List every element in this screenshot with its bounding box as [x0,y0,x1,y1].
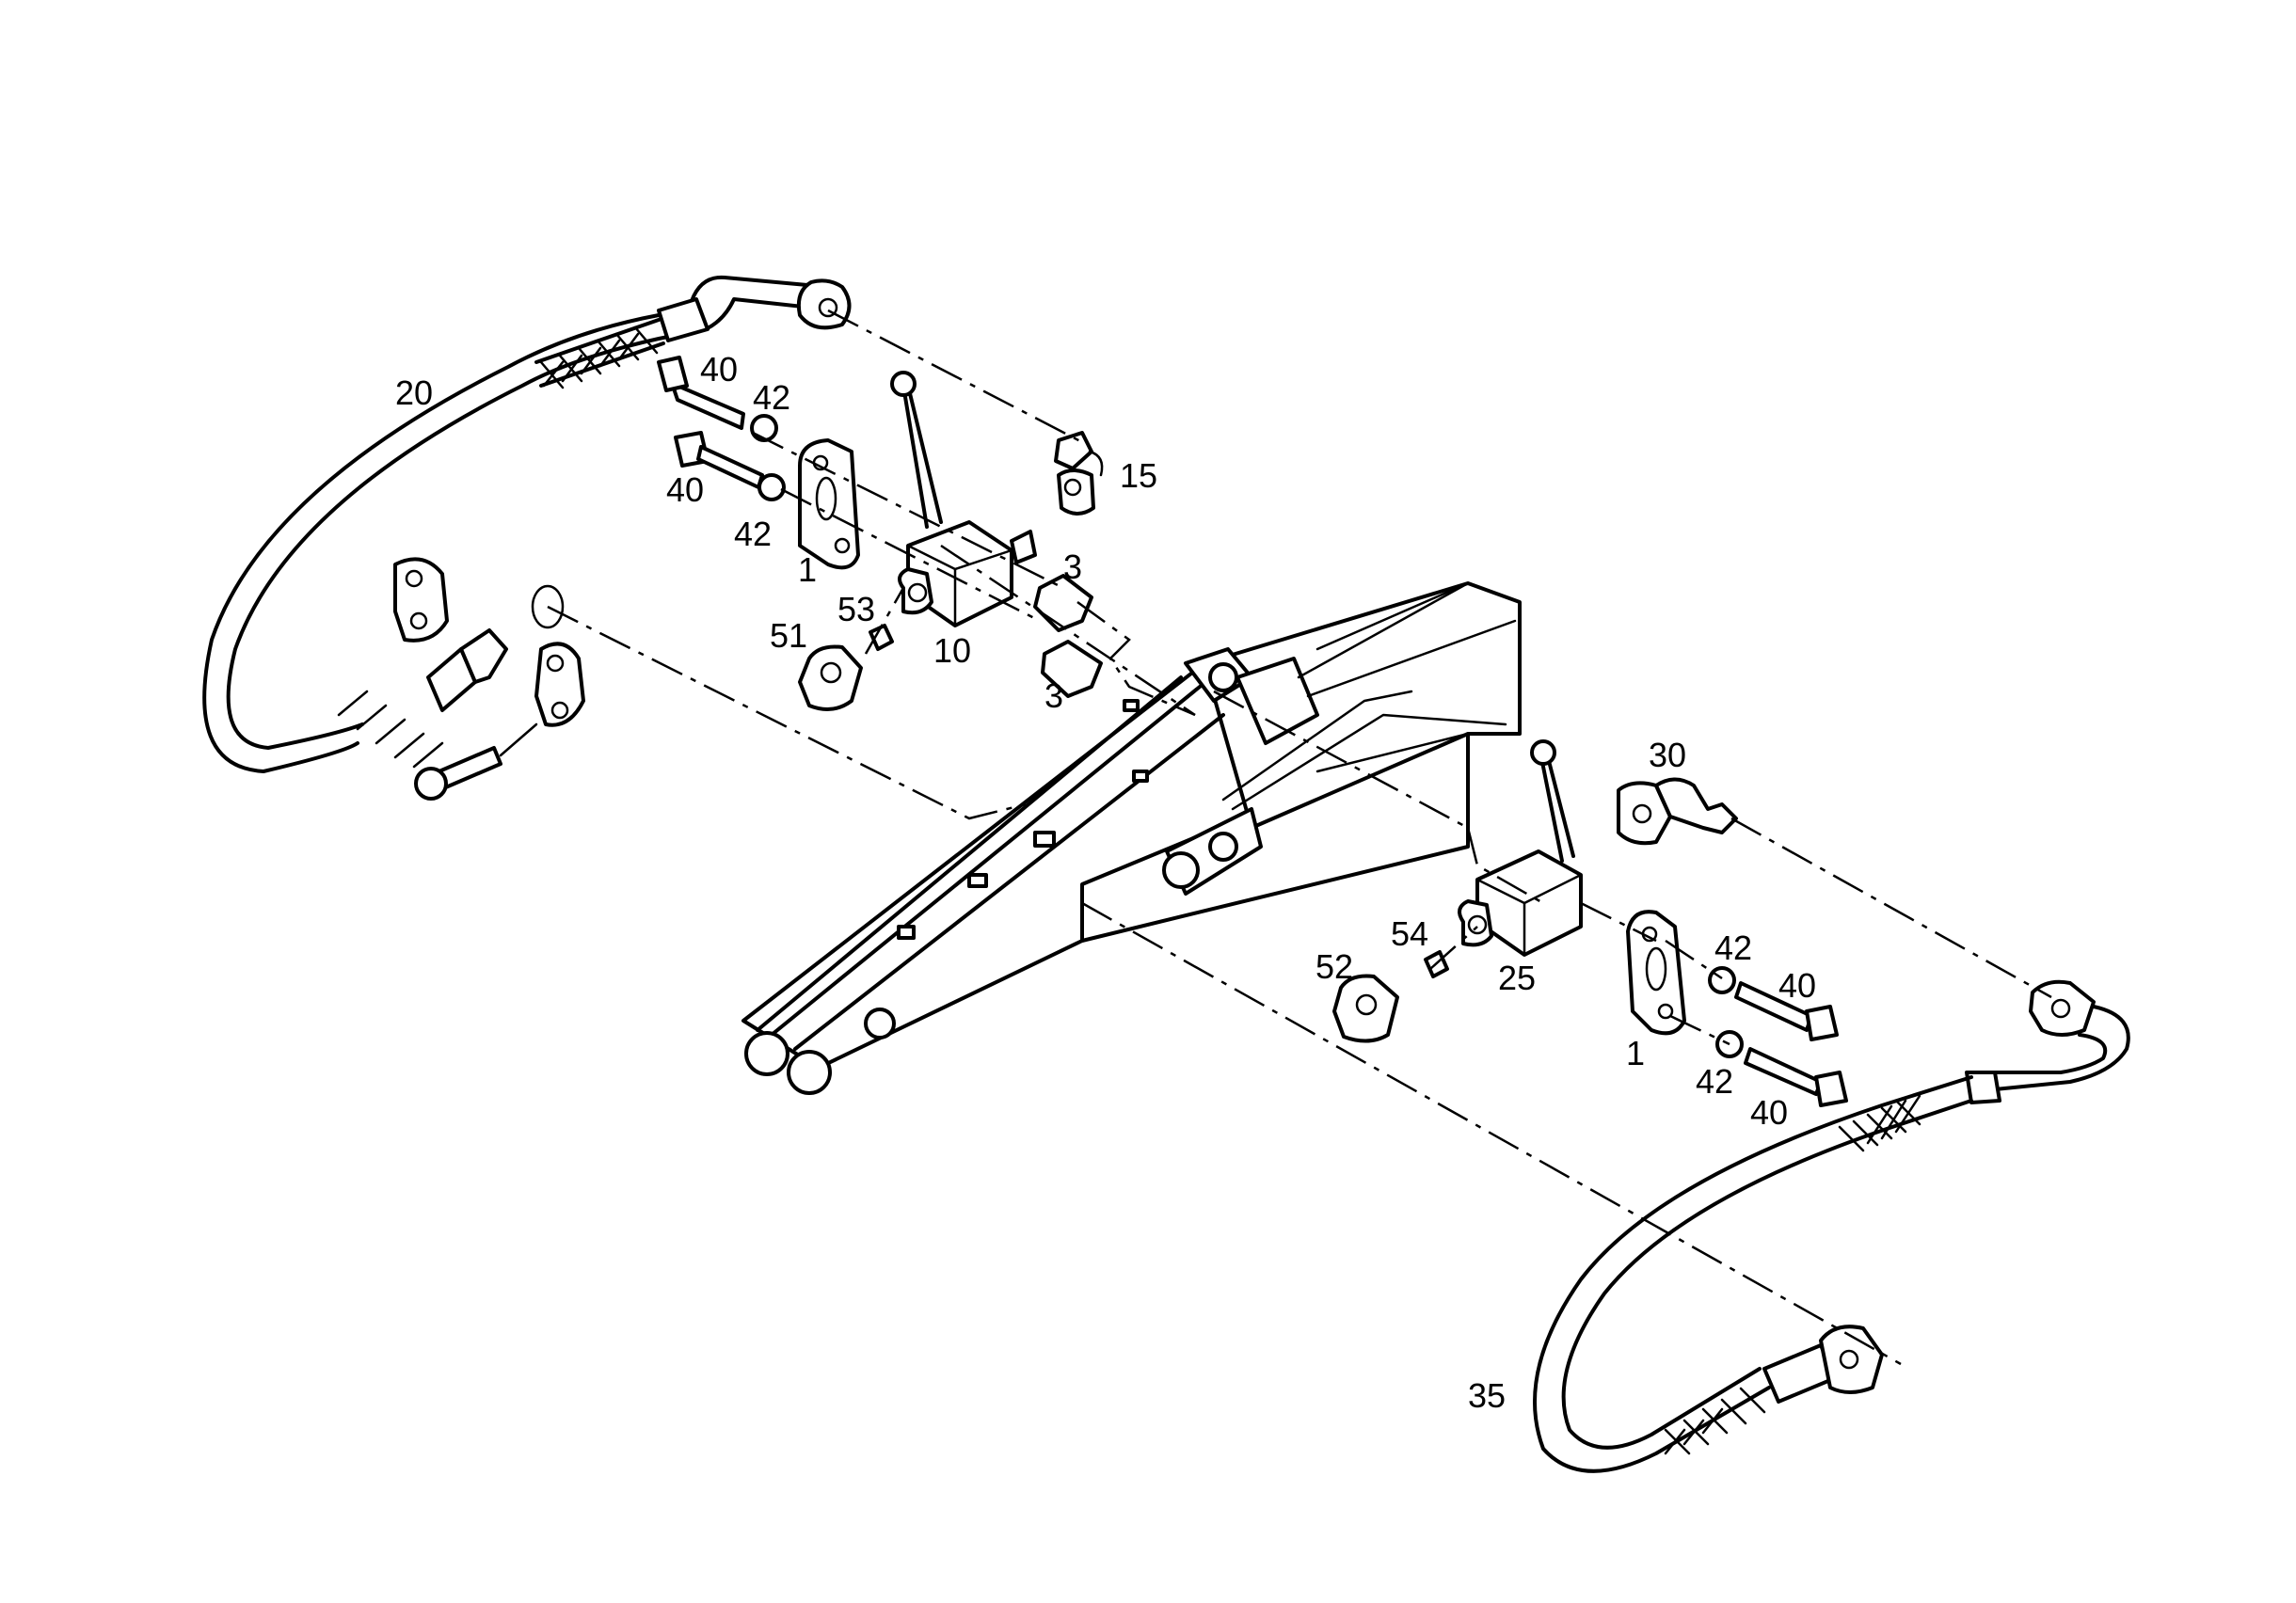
label-40: 40 [1778,966,1816,1005]
label-30: 30 [1649,736,1686,774]
hose-nut [796,278,852,330]
valve-assembly-right [1332,739,1848,1107]
label-40: 40 [700,350,738,389]
boom-pin-hole [864,1008,896,1040]
hose-fitting-flange [459,628,508,684]
center-lines [547,309,2052,1366]
label-10: 10 [933,631,971,670]
label-51: 51 [770,616,807,655]
boom-pin [1162,851,1200,889]
control-lever-knob [890,371,917,397]
label-20: 20 [395,373,433,412]
screw-53 [869,624,894,651]
mounting-plate-1 [1626,910,1686,1036]
label-40: 40 [666,470,704,509]
boom-pin [1208,832,1238,862]
label-25: 25 [1498,959,1536,997]
nut-30 [1617,781,1672,846]
label-42: 42 [1714,928,1752,967]
clip [1033,831,1056,848]
bolt-40 [1734,981,1813,1032]
cable-guide-plate [1236,657,1319,745]
flange-clamp-left [393,557,585,801]
elbow-30 [1654,777,1738,834]
spacer-3 [1041,640,1103,698]
label-1: 1 [1626,1034,1645,1072]
label-35: 35 [1468,1376,1506,1415]
label-42: 42 [753,378,790,417]
valve-assembly-left [657,356,1104,711]
clip [1123,699,1140,712]
boom-pin-end [787,1050,832,1095]
callout-labels: 20 40 42 40 42 1 15 3 53 51 10 3 30 54 5… [395,350,1816,1415]
label-42: 42 [1696,1062,1733,1101]
nut-15 [1057,468,1095,516]
control-lever-knob [1530,739,1556,766]
label-15: 15 [1120,456,1157,495]
boom-pin-end [744,1031,789,1076]
label-1: 1 [798,550,817,589]
cap-nut-51 [798,644,863,711]
mounting-plate-1 [798,438,860,570]
hose-20 [202,275,852,773]
clip [1132,770,1149,783]
boom-arm [741,581,1522,1095]
valve-body-25 [1475,849,1583,957]
clip [897,925,916,940]
label-42: 42 [734,515,772,553]
label-54: 54 [1391,914,1428,953]
label-3: 3 [1044,676,1063,715]
hose-35 [1533,979,2130,1473]
washer-42 [1708,966,1736,994]
o-ring [531,584,565,629]
boom-pin [1208,662,1238,692]
hose-nut [1819,1325,1884,1394]
cap-nut-52 [1332,974,1399,1043]
label-52: 52 [1315,947,1353,986]
clip [967,873,988,888]
label-53: 53 [837,590,875,628]
washer-42 [757,473,786,501]
label-40: 40 [1750,1093,1788,1132]
elbow-15 [1054,431,1093,470]
bolt-40 [1744,1047,1823,1096]
washer-42 [750,414,778,442]
label-3: 3 [1063,548,1082,586]
adjusting-screw [898,567,933,615]
adjusting-screw [1458,899,1493,947]
